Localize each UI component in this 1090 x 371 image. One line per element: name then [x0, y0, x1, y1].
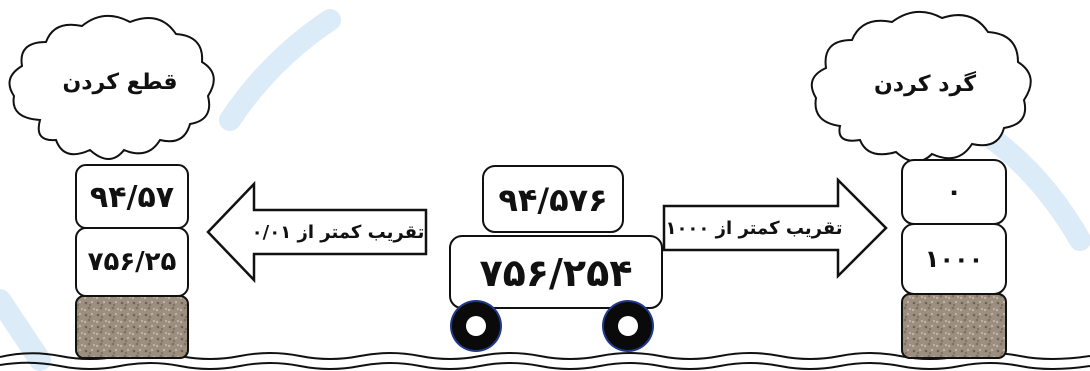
- left-bottom-value: ۷۵۶/۲۵: [76, 232, 188, 292]
- cart-bottom-value: ۷۵۶/۲۵۴: [450, 240, 662, 306]
- left-arrow-label: تقریب کمتر از ۰/۰۱: [250, 212, 426, 252]
- left-cloud-label: قطع کردن: [40, 62, 200, 102]
- cart-top-value: ۹۴/۵۷۶: [483, 170, 623, 230]
- right-bottom-value: ۱۰۰۰: [902, 228, 1006, 290]
- right-rock-block: [902, 294, 1006, 358]
- left-rock-block: [76, 296, 188, 358]
- right-top-value: ۰: [902, 164, 1006, 220]
- left-top-value: ۹۴/۵۷: [76, 168, 188, 226]
- right-cloud-label: گرد کردن: [840, 64, 1010, 104]
- right-arrow-label: تقریب کمتر از ۱۰۰۰: [664, 208, 844, 248]
- cart-left-wheel: [450, 300, 502, 352]
- cart-right-wheel: [602, 300, 654, 352]
